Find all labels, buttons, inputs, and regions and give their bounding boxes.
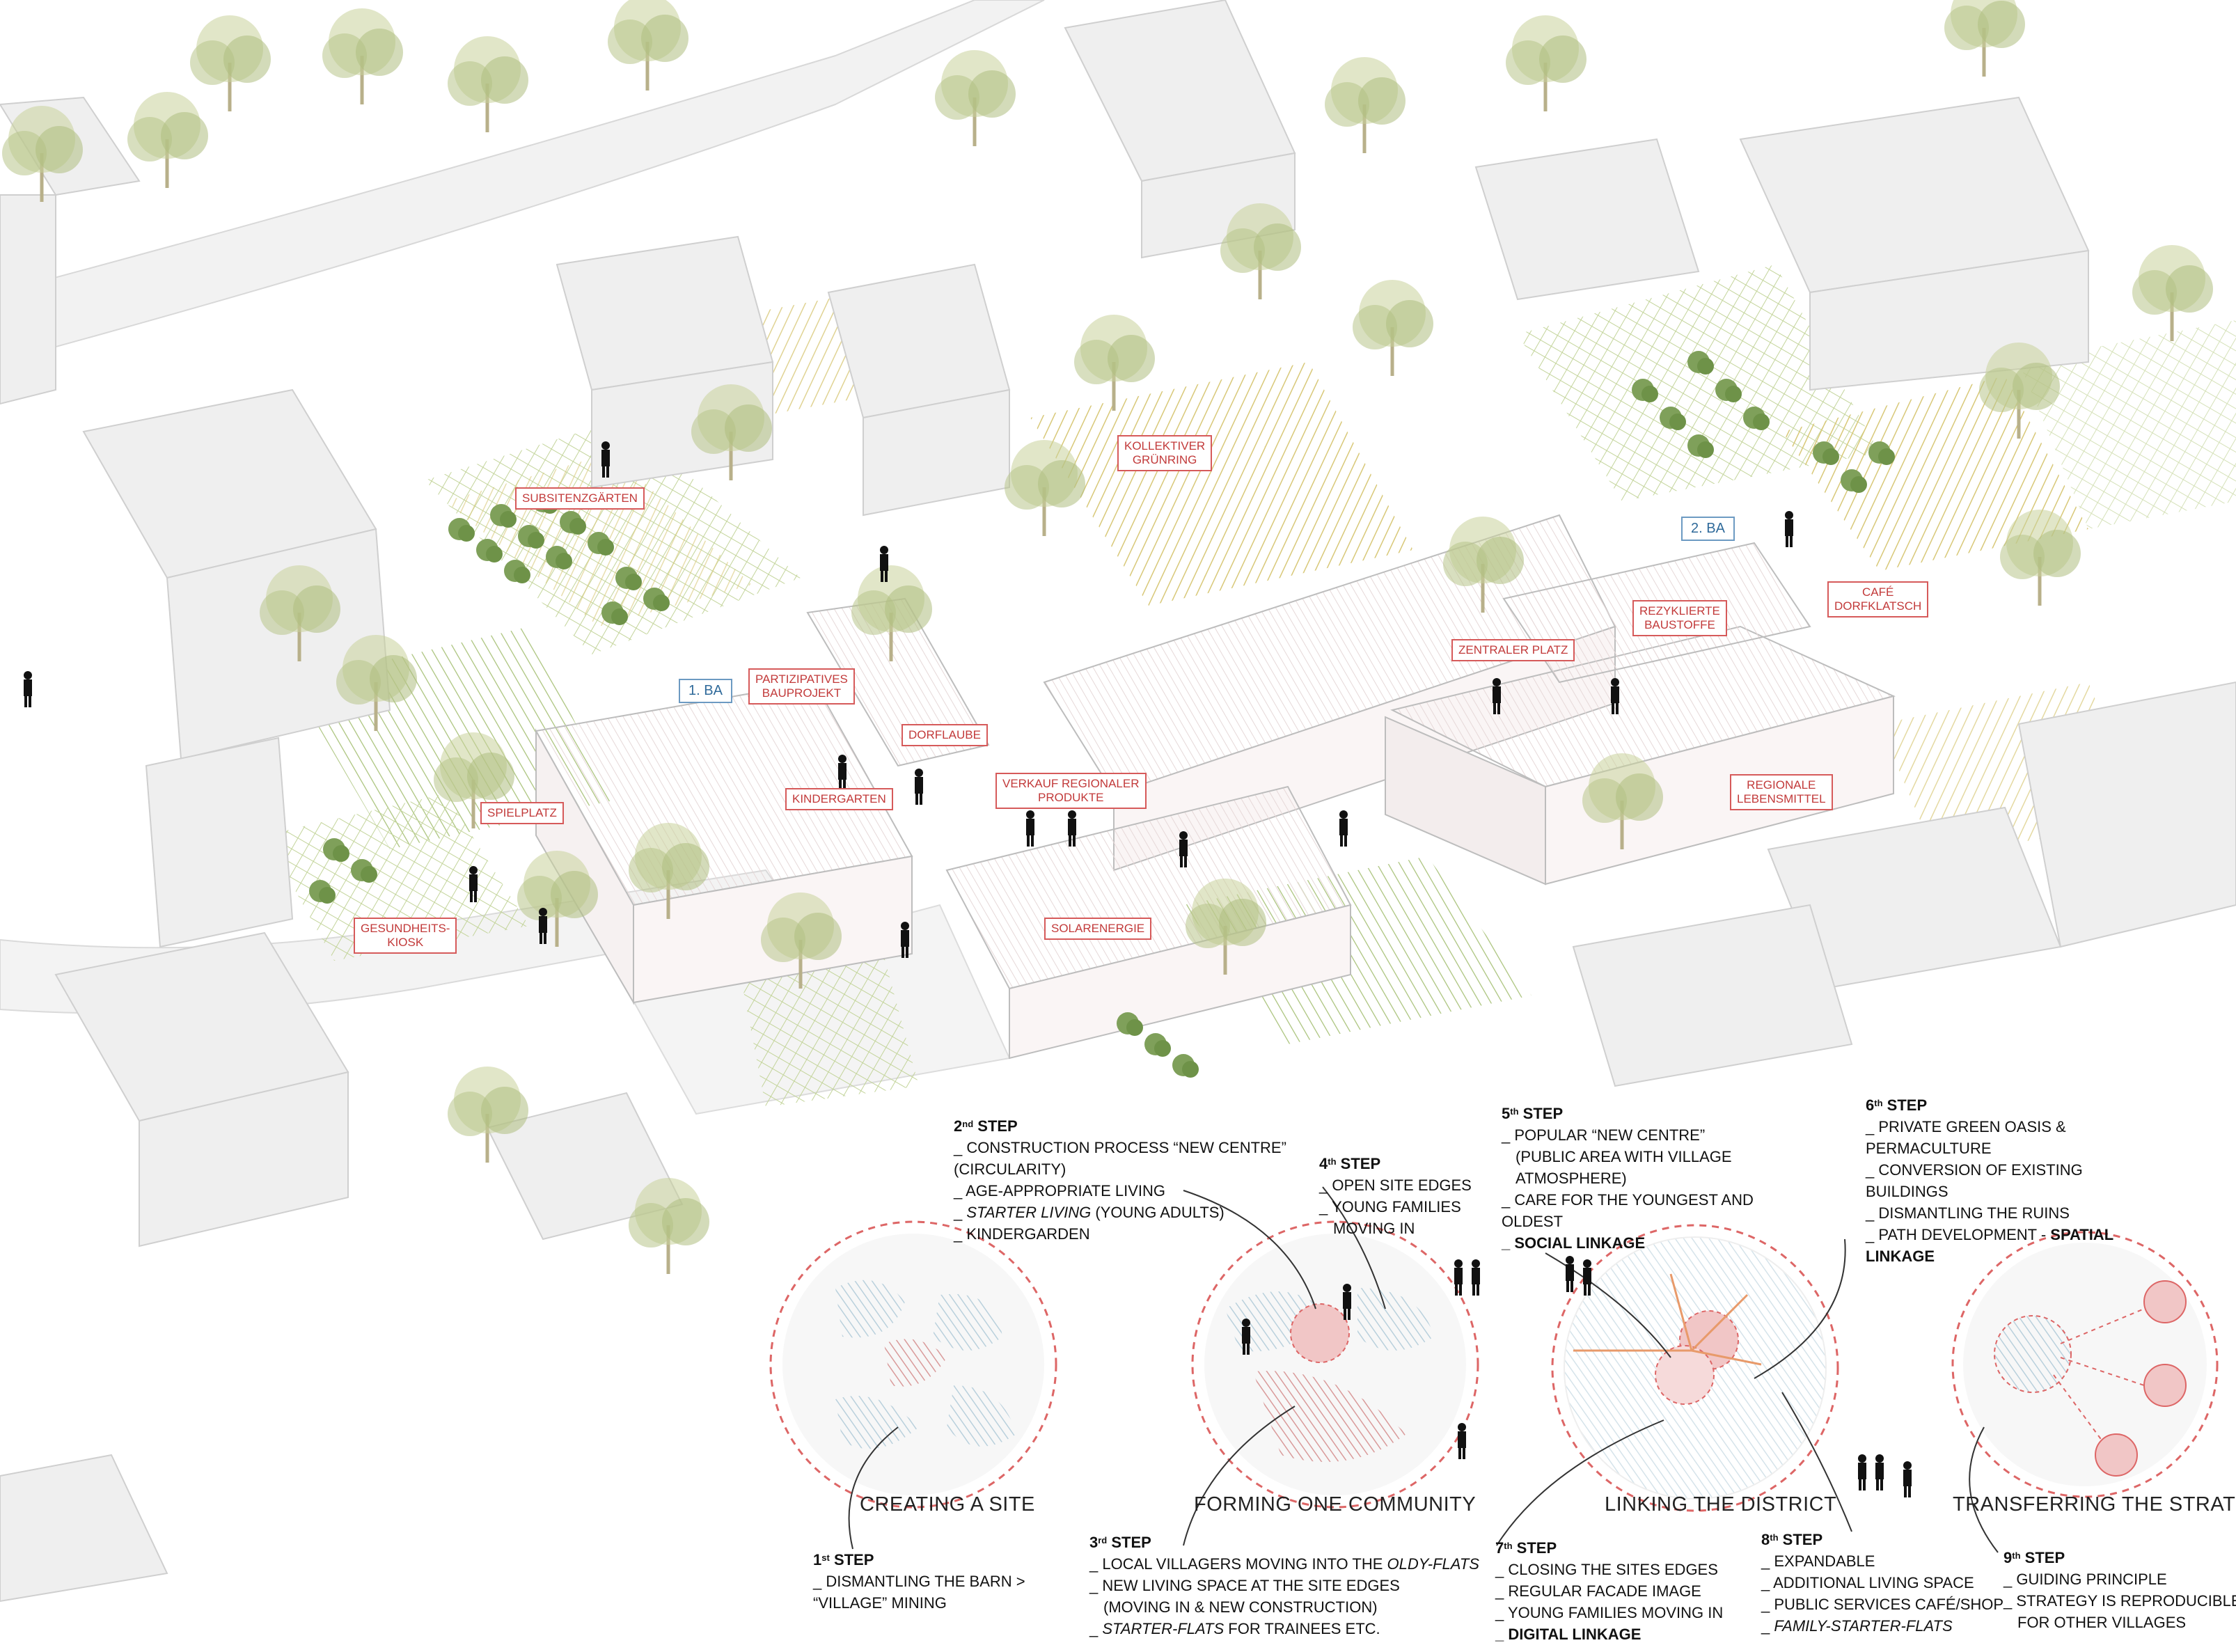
step-7: 7th STEP _ CLOSING THE SITES EDGES _ REG… [1495, 1537, 1723, 1645]
step-3-line: _ NEW LIVING SPACE AT THE SITE EDGES [1089, 1577, 1400, 1594]
circle-forming-one-community [1191, 1220, 1479, 1509]
title-linking-the-district: LINKING THE DISTRICT [1605, 1493, 1837, 1516]
step-6-heading: 6th STEP [1866, 1096, 1928, 1114]
step-8-line: _ EXPANDABLE [1761, 1552, 1875, 1570]
step-7-line: _ REGULAR FACADE IMAGE [1495, 1582, 1701, 1600]
step-6-line: BUILDINGS [1866, 1183, 1948, 1200]
step-6: 6th STEP _ PRIVATE GREEN OASIS & PERMACU… [1866, 1094, 2113, 1267]
step-2-line: (CIRCULARITY) [954, 1161, 1066, 1178]
step-1-line: “VILLAGE” MINING [813, 1594, 947, 1612]
step-9-line: _ GUIDING PRINCIPLE [2003, 1571, 2167, 1588]
step-7-line: _ DIGITAL LINKAGE [1495, 1626, 1641, 1643]
step-9-line: FOR OTHER VILLAGES [2017, 1614, 2187, 1631]
step-3-line: _ LOCAL VILLAGERS MOVING INTO THE OLDY-F… [1089, 1555, 1479, 1573]
step-7-line: _ CLOSING THE SITES EDGES [1495, 1561, 1718, 1578]
circle-creating-a-site [769, 1220, 1057, 1509]
step-6-line: LINKAGE [1866, 1248, 1935, 1265]
step-1-heading: 1st STEP [813, 1551, 874, 1568]
label-spielplatz: SPIELPLATZ [480, 802, 564, 824]
step-3-line: _ STARTER-FLATS FOR TRAINEES ETC. [1089, 1620, 1380, 1637]
circle-linking-the-district [1551, 1224, 1839, 1512]
step-4-line: MOVING IN [1333, 1220, 1415, 1237]
label-substitenzgaerten: SUBSITENZGÄRTEN [515, 487, 645, 510]
step-3: 3rd STEP _ LOCAL VILLAGERS MOVING INTO T… [1089, 1532, 1479, 1639]
label-solarenergie: SOLARENERGIE [1044, 918, 1152, 940]
step-8: 8th STEP _ EXPANDABLE _ ADDITIONAL LIVIN… [1761, 1529, 2003, 1637]
step-1-line: _ DISMANTLING THE BARN > [813, 1573, 1025, 1590]
step-5-line: ATMOSPHERE) [1515, 1170, 1627, 1187]
step-6-line: _ PRIVATE GREEN OASIS & [1866, 1118, 2066, 1135]
step-8-line: _ FAMILY-STARTER-FLATS [1761, 1617, 1953, 1635]
label-partizipatives-bauprojekt: PARTIZIPATIVES BAUPROJEKT [748, 668, 855, 705]
step-6-line: _ DISMANTLING THE RUINS [1866, 1204, 2070, 1222]
label-verkauf-regionaler-produkte: VERKAUF REGIONALER PRODUKTE [995, 773, 1147, 809]
step-5: 5th STEP _ POPULAR “NEW CENTRE” (PUBLIC … [1502, 1103, 1754, 1254]
title-forming-one-community: FORMING ONE COMMUNITY [1194, 1493, 1477, 1516]
step-5-line: OLDEST [1502, 1213, 1564, 1230]
label-2-ba: 2. BA [1681, 517, 1735, 541]
step-7-heading: 7th STEP [1495, 1539, 1557, 1557]
step-6-line: _ CONVERSION OF EXISTING [1866, 1161, 2083, 1179]
step-9: 9th STEP _ GUIDING PRINCIPLE _ STRATEGY … [2003, 1547, 2236, 1633]
step-9-line: _ STRATEGY IS REPRODUCIBLE [2003, 1592, 2236, 1610]
step-5-line: _ SOCIAL LINKAGE [1502, 1234, 1646, 1252]
step-2-line: _ KINDERGARDEN [954, 1225, 1090, 1243]
label-gesundheitskiosk: GESUNDHEITS- KIOSK [354, 918, 457, 954]
step-5-heading: 5th STEP [1502, 1105, 1564, 1122]
step-4-heading: 4th STEP [1319, 1155, 1381, 1172]
label-1-ba: 1. BA [679, 679, 732, 703]
step-9-heading: 9th STEP [2003, 1549, 2065, 1566]
step-8-line: _ ADDITIONAL LIVING SPACE [1761, 1574, 1974, 1591]
step-6-line: PERMACULTURE [1866, 1140, 1992, 1157]
step-8-heading: 8th STEP [1761, 1531, 1823, 1548]
label-cafe-dorfklatsch: CAFÉ DORFKLATSCH [1827, 581, 1929, 617]
step-8-line: _ PUBLIC SERVICES CAFÉ/SHOP [1761, 1596, 2004, 1613]
label-regionale-lebensmittel: REGIONALE LEBENSMITTEL [1730, 774, 1833, 810]
step-2-line: _ AGE-APPROPRIATE LIVING [954, 1182, 1166, 1199]
label-kindergarten: KINDERGARTEN [785, 788, 893, 810]
step-4-line: _ YOUNG FAMILIES [1319, 1198, 1461, 1216]
label-zentraler-platz: ZENTRALER PLATZ [1451, 639, 1575, 661]
step-2-line: _ CONSTRUCTION PROCESS “NEW CENTRE” [954, 1139, 1286, 1156]
label-kollektiver-gruenring: KOLLEKTIVER GRÜNRING [1117, 435, 1213, 471]
step-2: 2nd STEP _ CONSTRUCTION PROCESS “NEW CEN… [954, 1115, 1286, 1245]
title-creating-a-site: CREATING A SITE [860, 1493, 1035, 1516]
circle-transferring-the-strategy [1951, 1231, 2219, 1498]
step-3-line: (MOVING IN & NEW CONSTRUCTION) [1103, 1598, 1378, 1616]
step-5-line: (PUBLIC AREA WITH VILLAGE [1515, 1148, 1732, 1165]
step-1: 1st STEP _ DISMANTLING THE BARN > “VILLA… [813, 1549, 1025, 1614]
step-4-line: _ OPEN SITE EDGES [1319, 1177, 1472, 1194]
step-5-line: _ POPULAR “NEW CENTRE” [1502, 1126, 1706, 1144]
step-2-heading: 2nd STEP [954, 1117, 1018, 1135]
step-7-line: _ YOUNG FAMILIES MOVING IN [1495, 1604, 1724, 1621]
label-dorflaube: DORFLAUBE [902, 724, 988, 746]
step-6-line: _ PATH DEVELOPMENT - SPATIAL [1866, 1226, 2114, 1243]
title-transferring-the-strategy: TRANSFERRING THE STRATEGY [1953, 1493, 2236, 1516]
step-4: 4th STEP _ OPEN SITE EDGES _ YOUNG FAMIL… [1319, 1153, 1472, 1239]
step-3-heading: 3rd STEP [1089, 1534, 1151, 1551]
label-rezyklierte-baustoffe: REZYKLIERTE BAUSTOFFE [1632, 600, 1727, 636]
step-2-line: _ STARTER LIVING (YOUNG ADULTS) [954, 1204, 1225, 1221]
step-5-line: _ CARE FOR THE YOUNGEST AND [1502, 1191, 1754, 1209]
